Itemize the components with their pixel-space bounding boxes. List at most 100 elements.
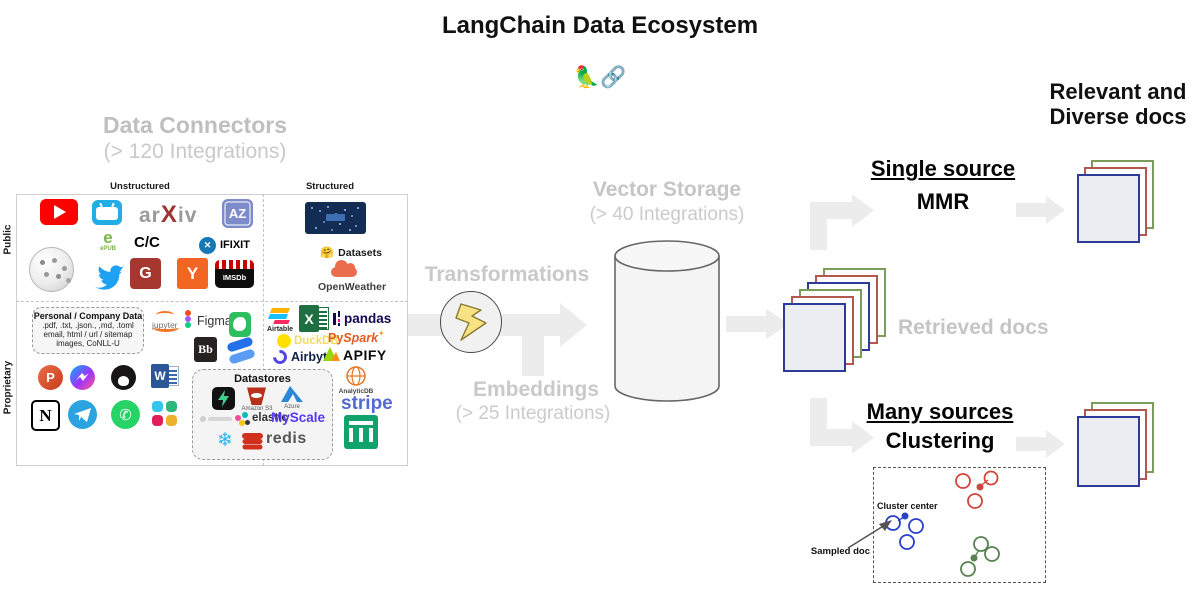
datastores-box [192, 369, 333, 460]
bilibili-logo [92, 200, 122, 225]
data-connectors-heading: Data Connectors [102, 112, 288, 138]
transformations-circle [440, 291, 502, 353]
redis-wordmark: redis [266, 430, 307, 447]
mmr-to-docs-arrow [1016, 196, 1065, 224]
elbow-down-arrow [810, 398, 874, 454]
azure-icon [281, 386, 303, 402]
grid-vertical-divider [263, 194, 264, 466]
stripe-wordmark: stripe [341, 393, 393, 414]
personal-company-data-box: Personal / Company Data .pdf, .txt, .jso… [32, 307, 144, 354]
whatsapp-logo: ✆ [111, 400, 140, 429]
telegram-logo [68, 400, 97, 429]
retrieved-docs-stack [783, 268, 889, 380]
datastores-title: Datastores [234, 373, 291, 385]
imsdb-logo: IMSDb [215, 260, 254, 288]
word-logo: W [151, 364, 179, 388]
twitter-logo [94, 265, 124, 290]
blackboard-logo: Bb [194, 337, 217, 362]
column-header-structured: Structured [305, 181, 355, 192]
embeddings-label: Embeddings [472, 378, 599, 401]
sampled-doc-label: Sampled doc [810, 546, 870, 557]
diverse-docs-stack [1077, 160, 1155, 244]
analyticdb-wordmark: AnalyticDB [338, 388, 374, 395]
vector-storage-label: Vector Storage [592, 178, 742, 201]
row-label-public: Public [2, 224, 14, 255]
embeddings-sublabel: (> 25 Integrations) [455, 403, 611, 424]
college-confidential-logo: C/C [134, 234, 160, 251]
doc-sheet-front [1077, 416, 1140, 487]
big-data-banner-image [305, 202, 366, 234]
ifixit-icon: ✕ [199, 237, 216, 254]
openweather-wordmark: OpenWeather [317, 281, 387, 293]
duckdb-wordmark: DuckDB [294, 335, 339, 347]
clustering-label: Clustering [885, 428, 995, 453]
youtube-logo [40, 199, 78, 225]
confluence-logo [226, 336, 256, 365]
apify-icon [323, 347, 340, 361]
hf-datasets-logo: 🤗 Datasets [320, 247, 382, 259]
hacker-news-logo: Y [177, 258, 208, 289]
myscale-wordmark: MyScale [271, 410, 326, 425]
snowflake-icon: ❄ [217, 430, 233, 451]
row-label-proprietary: Proprietary [2, 360, 14, 415]
arxiv-logo: arXiv [139, 201, 198, 228]
parrot-icon: 🦜 [573, 66, 600, 89]
page-title: LangChain Data Ecosystem [441, 12, 759, 39]
analyticdb-icon [346, 366, 366, 386]
grid-horizontal-divider [16, 301, 408, 302]
mmr-label: MMR [916, 189, 970, 214]
doc-sheet-front [783, 303, 846, 372]
retrieved-docs-label: Retrieved docs [898, 316, 1049, 339]
gitbook-logo: G [130, 258, 161, 289]
figma-icon [185, 310, 195, 328]
duckdb-icon [277, 334, 291, 348]
slack-logo [151, 400, 178, 427]
vector-storage-cylinder [614, 240, 720, 402]
pandas-wordmark: pandas [344, 311, 392, 326]
figma-wordmark: Figma [197, 314, 232, 328]
sampled-doc-arrow [847, 520, 892, 549]
wikipedia-logo [29, 247, 74, 292]
chain-icon: 🔗 [600, 66, 627, 89]
apify-wordmark: APIFY [343, 347, 387, 363]
amazon-s3-icon [247, 386, 266, 405]
messenger-logo [70, 365, 95, 390]
doc-sheet-front [1077, 174, 1140, 243]
supabase-logo [212, 387, 235, 410]
cluster-center-label: Cluster center [877, 501, 938, 511]
elbow-up-arrow [810, 194, 874, 250]
illegible-datastore-wordmark [200, 415, 232, 423]
transformations-label: Transformations [424, 263, 590, 286]
hugging-face-icon: 🤗 [320, 247, 334, 259]
clustering-to-docs-arrow [1016, 430, 1065, 458]
cluster-scatter [885, 470, 1000, 577]
ifixit-wordmark: IFIXIT [220, 239, 250, 251]
airtable-icon [267, 308, 291, 324]
epub-logo: e ePUB [99, 228, 116, 252]
elastic-icon [235, 412, 250, 427]
azure-wordmark: Azure [284, 404, 300, 410]
spark-star-icon: ✦ [378, 329, 385, 338]
column-header-unstructured: Unstructured [110, 181, 170, 192]
lightning-icon [455, 303, 487, 341]
redis-icon [242, 433, 263, 450]
vector-storage-sublabel: (> 40 Integrations) [589, 204, 745, 225]
openweather-icon [331, 259, 357, 277]
evernote-logo [229, 312, 251, 337]
data-connectors-subheading: (> 120 Integrations) [103, 140, 287, 163]
azlyrics-logo: AZ [222, 199, 253, 228]
single-source-label: Single source [870, 156, 1016, 181]
notion-logo: N [31, 400, 60, 431]
amazon-s3-wordmark: Amazon S3 [241, 406, 273, 412]
arxiv-red-x: X [160, 201, 178, 228]
github-logo [111, 365, 136, 390]
clustered-docs-stack [1077, 402, 1155, 488]
elastic-wordmark: elastic [252, 412, 288, 424]
powerpoint-logo: P [38, 365, 63, 390]
title-emoji: 🦜🔗 [0, 66, 1200, 90]
pyspark-wordmark: PySpark✦ [328, 329, 385, 345]
pandas-icon [333, 311, 341, 326]
relevant-diverse-label: Relevant and Diverse docs [1049, 79, 1187, 129]
many-sources-label: Many sources [866, 399, 1014, 424]
